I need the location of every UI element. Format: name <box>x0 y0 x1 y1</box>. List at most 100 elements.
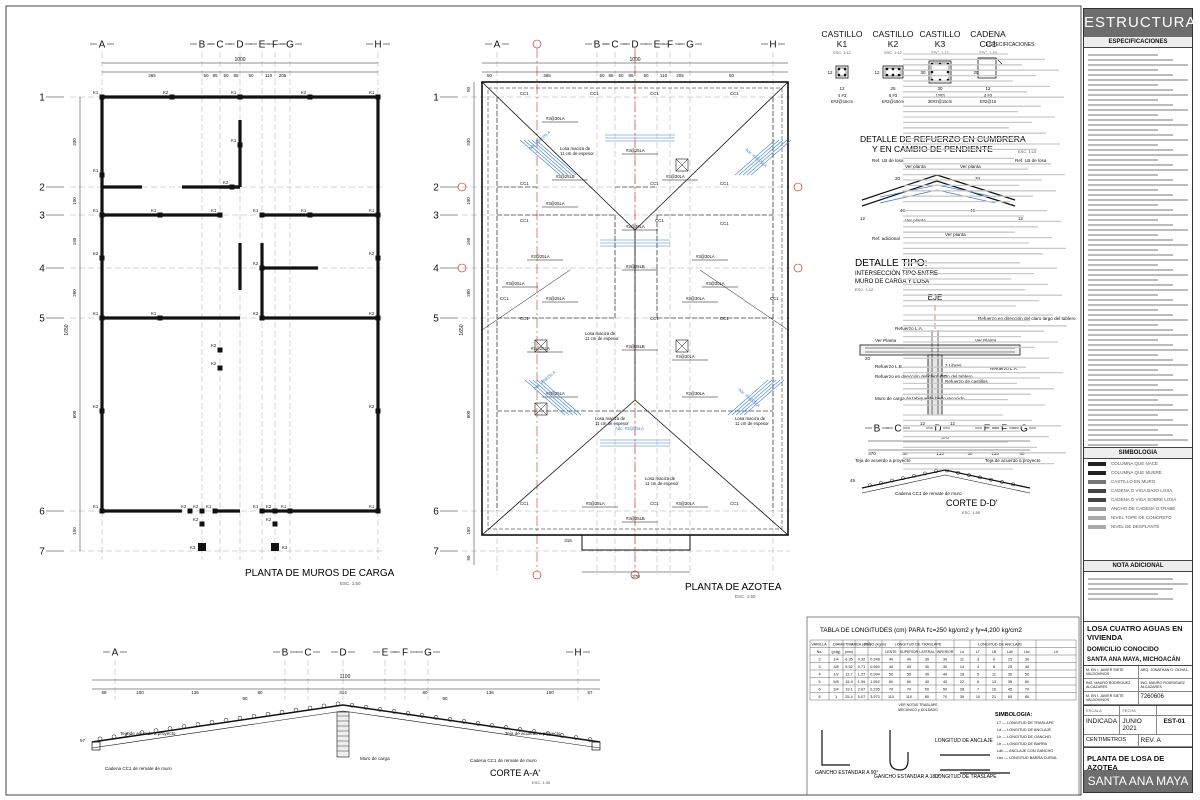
table-cell: 39 <box>960 695 964 699</box>
dim-x: 50 <box>599 73 605 78</box>
dim-x: 50 <box>487 73 493 78</box>
spec-line <box>1088 224 1173 226</box>
table-cell: 15.9 <box>845 680 852 684</box>
table-cell: 16 <box>992 687 996 691</box>
added-rebar <box>738 139 780 176</box>
cumbrera-dim: 12 <box>1018 216 1024 221</box>
axis-label-6: 6 <box>39 507 45 518</box>
teja <box>573 735 579 740</box>
castillo-K2 <box>259 265 265 271</box>
table-cell: 110 <box>906 695 912 699</box>
cut-marker <box>793 182 803 192</box>
simbologia-label: NIVEL DE DESPLANTE <box>1111 524 1160 529</box>
castillo-K1 <box>259 212 265 218</box>
castillo-K2 <box>99 408 105 414</box>
spec-line <box>1088 269 1173 271</box>
tipo-label: Refuerzo en dirección del claro corto de… <box>875 374 973 379</box>
chain-CC1: CC1 <box>520 316 529 321</box>
table-cell: 1/4 <box>833 657 838 661</box>
added-rebar <box>527 139 569 176</box>
spec-line <box>1088 399 1158 401</box>
spec-line <box>1088 339 1158 341</box>
spec-line <box>1088 239 1173 241</box>
castillo-K1 <box>99 315 105 321</box>
table-cell: 30 <box>925 665 929 669</box>
spec-line <box>1088 204 1158 206</box>
spec-line <box>1088 369 1158 371</box>
rebar-dot <box>897 73 901 77</box>
axis-label-F: F <box>272 40 278 51</box>
dim-x: 365 <box>543 73 551 78</box>
roof-profile-bottom <box>91 710 601 749</box>
slab-note: 11 cm de espesor <box>585 336 619 341</box>
castillo-K2 <box>375 315 381 321</box>
simbologia-item: Ld — LONGITUD DE ANCLAJE <box>997 728 1051 732</box>
simbologia-row: NIVEL TOPE DE CONCRETO <box>1084 513 1192 522</box>
teja <box>433 715 439 720</box>
dim-total: 370 <box>941 435 949 440</box>
dim-x: 205 <box>279 73 287 78</box>
table-cell: 50 <box>907 672 911 676</box>
ridge-slab-bottom <box>861 180 1016 207</box>
dim-x: 50 <box>729 73 735 78</box>
dim-x: 314 <box>339 690 347 695</box>
corte-aa-scale: ESC. 1:30 <box>532 780 551 785</box>
spec-line <box>1088 334 1188 336</box>
rebar-dot <box>837 67 841 71</box>
spec-line <box>1088 309 1158 311</box>
simbologia-item: Lh — LONGITUD DE GANCHO <box>997 735 1051 739</box>
specs-section: ESPECIFICACIONES <box>1084 37 1192 451</box>
table-cell: 22 <box>960 680 964 684</box>
cumbrera-detail: DETALLE DE REFUERZO EN CUMBRERA Y EN CAM… <box>860 134 1047 241</box>
simbologia-row: NIVEL DE DESPLANTE <box>1084 522 1192 531</box>
spec-line <box>1088 144 1158 146</box>
table-cell: 6 <box>818 687 820 691</box>
table-cell: 110 <box>888 695 894 699</box>
specifications-text: ESPECIFICACIONES <box>903 42 1067 470</box>
teja <box>195 722 201 727</box>
spec-line <box>1088 429 1158 431</box>
dim-y: 280 <box>466 289 471 297</box>
nota-title: NOTA ADICIONAL <box>1084 561 1192 572</box>
dim-x: 205 <box>676 73 684 78</box>
spec-line <box>1088 364 1188 366</box>
simbologia-label: COLUMNA QUE NACE <box>1111 461 1159 466</box>
teja <box>967 473 971 477</box>
axis-label-F: F <box>402 648 408 659</box>
cut-marker <box>532 570 542 580</box>
teja <box>517 727 523 732</box>
table-cell: 14 <box>960 665 964 669</box>
tipo-dim: 12 <box>920 421 926 426</box>
teja <box>279 709 285 715</box>
slab-note: 11 cm de espesor <box>595 421 629 426</box>
slab-note: 11 cm de espesor <box>645 481 679 486</box>
axis-label-D: D <box>631 40 638 51</box>
table-cell: 6 <box>993 657 995 661</box>
corte-dd-scale: ESC. 1:50 <box>962 510 981 515</box>
spec-line <box>1088 84 1158 86</box>
teja <box>901 476 905 481</box>
chain-CC1: CC1 <box>520 501 529 506</box>
tabla-longitudes: TABLA DE LONGITUDES (cm) PARA f'c=250 kg… <box>806 616 1080 796</box>
table-subheader: (mm) <box>845 650 853 654</box>
axis-label-4: 4 <box>433 264 439 275</box>
escala-value: INDICADA <box>1084 716 1121 734</box>
table-header: LONGITUD DE TRASLAPE <box>895 643 942 647</box>
simbologia-swatch <box>1088 479 1106 484</box>
castillo-mark: K2 <box>266 504 272 509</box>
dim-x: 110 <box>660 73 668 78</box>
castillo-mark: K2 <box>163 90 169 95</box>
castillo-scale: ESC. 1:15 <box>979 51 996 55</box>
rebar-mark: #3@30LA <box>686 296 705 301</box>
table-subheader: Ld <box>960 650 964 654</box>
spec-line <box>1088 149 1173 151</box>
axis-label-B: B <box>282 648 289 659</box>
castillo-K1 <box>157 212 163 218</box>
spec-line <box>1088 94 1188 96</box>
simbologia-label: CASTILLO EN MURO <box>1111 479 1156 484</box>
table-cell: 40 <box>889 665 893 669</box>
hip-line <box>699 269 789 331</box>
tipo-subtitle-2: MURO DE CARGA Y LOSA <box>855 279 929 285</box>
castillo-width: 25 <box>890 86 896 91</box>
chain-CC1: CC1 <box>520 218 529 223</box>
